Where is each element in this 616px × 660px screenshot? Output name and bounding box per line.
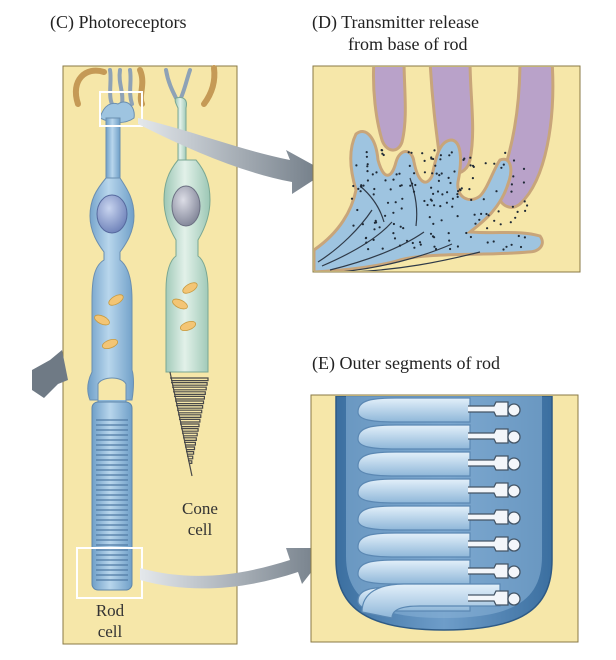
- synaptic-vesicles: [350, 149, 529, 251]
- callout-arrow-to-panel-d-icon: [138, 118, 326, 194]
- cone-outer-segment: [169, 371, 209, 477]
- panel-d-transmitter-release: [312, 65, 581, 273]
- rod-cell-label-line1: Rod: [95, 601, 125, 620]
- cone-nucleus: [171, 185, 201, 227]
- cone-cell: [163, 97, 211, 477]
- cone-mitochondria: [172, 282, 198, 332]
- incoming-arrow-icon: [32, 350, 68, 398]
- callout-arrow-to-panel-e-icon: [140, 548, 330, 589]
- synaptic-fibers: [72, 65, 218, 107]
- cone-cell-label-line2: cell: [187, 520, 213, 539]
- rod-cell: [87, 101, 135, 591]
- panel-d-title-line2: from base of rod: [348, 34, 468, 54]
- cone-cell-label-line1: Cone: [182, 499, 218, 518]
- ciliary-connections: [468, 401, 521, 606]
- rod-cell-label-line2: cell: [97, 622, 123, 641]
- panel-e-outer-segment: [310, 394, 579, 643]
- panel-d-title-line1: (D) Transmitter release: [312, 12, 479, 32]
- rod-mitochondria: [94, 294, 124, 350]
- rod-nucleus: [96, 194, 128, 234]
- panel-c-title: (C) Photoreceptors: [50, 12, 187, 32]
- panel-e-title: (E) Outer segments of rod: [312, 353, 500, 373]
- synapse-highlight-box: [99, 91, 143, 127]
- rod-disk-stack: [96, 419, 128, 581]
- membrane-disks: [357, 397, 501, 619]
